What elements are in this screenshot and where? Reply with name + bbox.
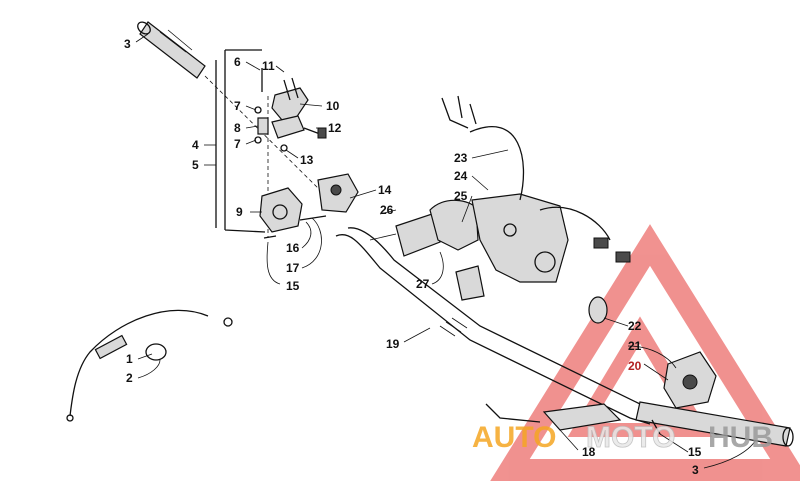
callout-7-lower: 7 bbox=[234, 137, 241, 151]
cover-plate bbox=[369, 213, 441, 257]
watermark-word-hub: HUB bbox=[708, 421, 773, 454]
callout-22: 22 bbox=[628, 319, 642, 333]
callout-27: 27 bbox=[416, 277, 430, 291]
callout-12: 12 bbox=[328, 121, 342, 135]
throttle-lever bbox=[254, 68, 327, 152]
callout-3-left-grip: 3 bbox=[124, 37, 131, 51]
left-switch-housing bbox=[259, 173, 359, 239]
callout-2: 2 bbox=[126, 371, 133, 385]
callout-10: 10 bbox=[326, 99, 340, 113]
bracket-4-5 bbox=[215, 49, 266, 233]
leader-lines bbox=[135, 33, 757, 469]
callout-4: 4 bbox=[192, 138, 199, 152]
callout-16: 16 bbox=[286, 241, 300, 255]
callout-15-left: 15 bbox=[286, 279, 300, 293]
callout-5: 5 bbox=[192, 158, 199, 172]
callout-9: 9 bbox=[236, 205, 243, 219]
central-control-housing bbox=[429, 95, 631, 301]
callout-17: 17 bbox=[286, 261, 300, 275]
watermark-word-moto: MOTO bbox=[586, 421, 675, 454]
callout-3-right-grip: 3 bbox=[692, 463, 699, 477]
callout-19: 19 bbox=[386, 337, 400, 351]
throttle-cable bbox=[66, 309, 233, 422]
callout-14: 14 bbox=[378, 183, 392, 197]
callout-21: 21 bbox=[628, 339, 642, 353]
callout-18: 18 bbox=[582, 445, 596, 459]
callout-20: 20 bbox=[628, 359, 642, 373]
callout-11: 11 bbox=[262, 59, 275, 73]
handlebar-tube bbox=[335, 227, 661, 425]
callout-26: 26 bbox=[380, 203, 394, 217]
left-grip bbox=[137, 21, 206, 79]
watermark-word-auto: AUTO bbox=[472, 421, 556, 454]
callout-7-upper: 7 bbox=[234, 99, 241, 113]
watermark-logo-text: AUTO MOTO HUB bbox=[472, 421, 773, 455]
right-grip bbox=[485, 401, 794, 447]
callout-1: 1 bbox=[126, 352, 133, 366]
callout-numbers: 3 6 11 7 10 8 12 4 7 13 5 23 24 14 25 9 … bbox=[124, 37, 702, 477]
callout-24: 24 bbox=[454, 169, 468, 183]
right-switch-housing bbox=[588, 296, 717, 409]
callout-15-right: 15 bbox=[688, 445, 702, 459]
callout-8: 8 bbox=[234, 121, 241, 135]
callout-13: 13 bbox=[300, 153, 314, 167]
callout-6: 6 bbox=[234, 55, 241, 69]
callout-25: 25 bbox=[454, 189, 468, 203]
callout-23: 23 bbox=[454, 151, 468, 165]
